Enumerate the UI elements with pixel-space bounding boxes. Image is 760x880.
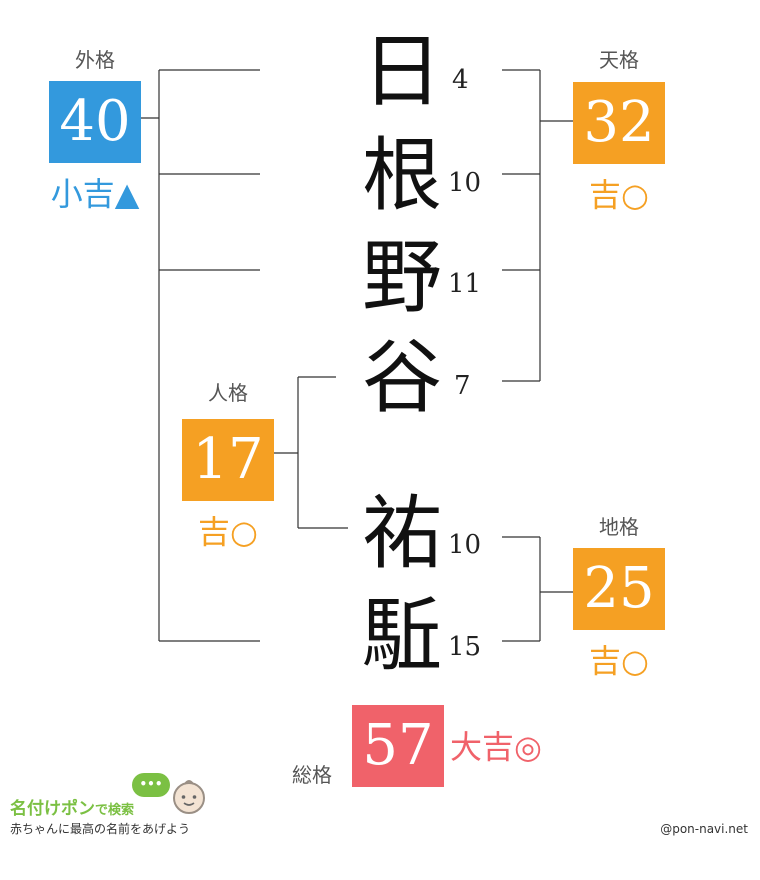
given-char-1: 祐 — [362, 487, 442, 580]
given-strokes-2: 15 — [448, 632, 482, 662]
brand-title[interactable]: 名付けポンで検索 — [10, 794, 134, 819]
surname-strokes-1: 4 — [452, 65, 469, 95]
brand-tagline: 赤ちゃんに最高の名前をあげよう — [10, 822, 191, 836]
tenkaku-label: 天格 — [599, 48, 639, 72]
soukaku-fortune: 大吉◎ — [450, 728, 542, 766]
chikaku-label: 地格 — [599, 515, 639, 539]
gaikaku-value-box: 40 — [49, 81, 141, 163]
surname-strokes-2: 10 — [448, 168, 482, 198]
surname-strokes-3: 11 — [448, 269, 482, 299]
brand-title-text: 名付けポン — [10, 799, 95, 819]
tenkaku-fortune: 吉○ — [589, 176, 649, 214]
tenkaku-value-box: 32 — [573, 82, 665, 164]
given-strokes-1: 10 — [448, 530, 482, 560]
surname-char-1: 日 — [362, 25, 442, 118]
gaikaku-fortune: 小吉▲ — [50, 175, 140, 213]
surname-char-3: 野 — [362, 231, 442, 324]
brand-suffix: で検索 — [95, 803, 135, 818]
soukaku-label: 総格 — [292, 763, 332, 787]
speech-bubble-icon: ••• — [132, 773, 170, 797]
surname-char-2: 根 — [362, 129, 442, 222]
jinkaku-label: 人格 — [208, 381, 248, 405]
gaikaku-label: 外格 — [75, 48, 115, 72]
chikaku-value-box: 25 — [573, 548, 665, 630]
chikaku-fortune: 吉○ — [589, 642, 649, 680]
surname-strokes-4: 7 — [454, 371, 471, 401]
jinkaku-fortune: 吉○ — [198, 513, 258, 551]
baby-face-icon — [173, 780, 205, 814]
site-credit[interactable]: @pon-navi.net — [660, 822, 748, 836]
surname-char-4: 谷 — [362, 331, 442, 424]
jinkaku-value-box: 17 — [182, 419, 274, 501]
given-char-2: 駈 — [362, 589, 442, 682]
soukaku-value-box: 57 — [352, 705, 444, 787]
